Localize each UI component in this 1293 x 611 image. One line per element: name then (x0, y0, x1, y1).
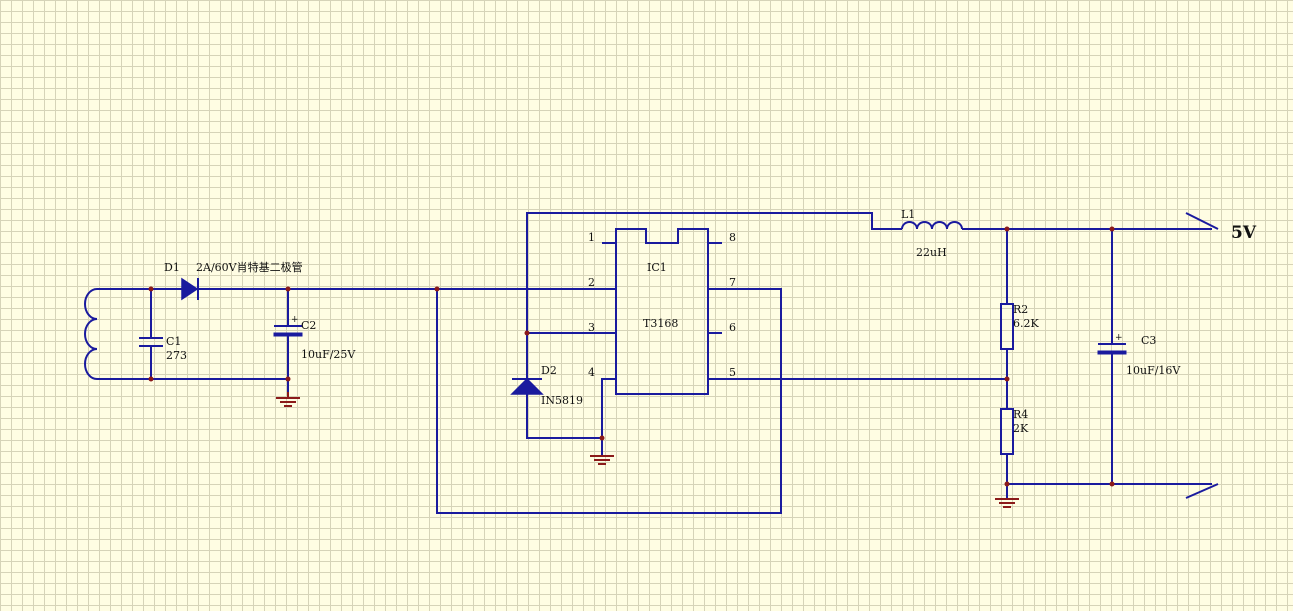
c2-value: 10uF/25V (301, 348, 356, 361)
output-arrow-bottom (1185, 483, 1219, 499)
r2-ref: R2 (1013, 303, 1028, 316)
transformer-coil (84, 288, 98, 380)
c2-ref: C2 (301, 319, 316, 332)
ground-ic (590, 455, 614, 465)
r4-ref: R4 (1013, 408, 1028, 421)
capacitor-c2: + (273, 315, 303, 337)
ic1-pin-8: 8 (729, 231, 736, 244)
wire-d2 (526, 333, 602, 439)
d1-value: 2A/60V肖特基二极管 (196, 260, 303, 274)
ic1-ref: IC1 (647, 261, 667, 274)
ic1-body (615, 228, 709, 395)
ic1-pin-1: 1 (588, 231, 595, 244)
d2-ref: D2 (541, 364, 557, 377)
resistor-r2 (1000, 303, 1014, 350)
ic1-pin-2: 2 (588, 276, 595, 289)
output-voltage-label: 5V (1231, 223, 1257, 243)
ic1-pin-5: 5 (729, 366, 736, 379)
diode-d1 (181, 277, 199, 301)
ic1-pin-4: 4 (588, 366, 595, 379)
wires (97, 212, 1219, 514)
wire-pin4 (601, 378, 616, 455)
c3-value: 10uF/16V (1126, 364, 1181, 377)
c1-value: 273 (166, 349, 187, 362)
r4-value: 2K (1013, 422, 1029, 435)
d1-ref: D1 (164, 261, 180, 274)
wire-pin7-loop (436, 288, 782, 514)
c1-ref: C1 (166, 335, 181, 348)
capacitor-c3: + (1097, 333, 1127, 355)
ground-c2 (276, 392, 300, 407)
capacitor-c1 (139, 337, 163, 347)
inductor-l1 (901, 221, 963, 230)
ic1-pin-6: 6 (729, 321, 736, 334)
ic1-pin-3: 3 (588, 321, 595, 334)
diode-d2 (510, 377, 544, 395)
d2-value: IN5819 (541, 394, 583, 407)
l1-value: 22uH (916, 246, 947, 259)
resistor-r4 (1000, 408, 1014, 455)
junctions (148, 226, 1115, 487)
r2-value: 6.2K (1013, 317, 1039, 330)
c3-ref: C3 (1141, 334, 1156, 347)
c2-polarity: + (291, 315, 299, 325)
wire-switch-node (526, 212, 902, 333)
c3-polarity: + (1115, 333, 1123, 343)
ic1-value: T3168 (643, 317, 678, 330)
output-arrow-top (1185, 212, 1219, 230)
ground-output (995, 498, 1019, 508)
l1-ref: L1 (901, 208, 915, 221)
ic1-pin-7: 7 (729, 276, 736, 289)
